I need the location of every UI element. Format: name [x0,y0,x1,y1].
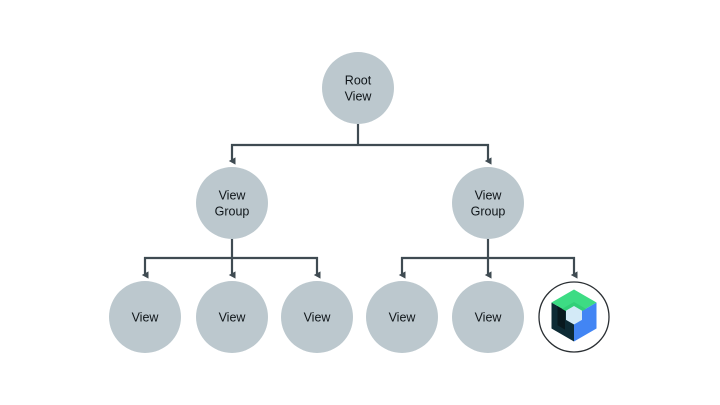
jetpack-compose-icon [551,289,597,342]
node-root-view-label-line2: View [345,89,373,103]
node-view-1-label: View [132,310,160,324]
node-view-4-circle [366,281,438,353]
node-view-group-left-label-line2: Group [215,204,250,218]
node-compose[interactable] [538,281,610,353]
node-view-3-label: View [304,310,332,324]
node-view-5-circle [452,281,524,353]
node-root-view[interactable]: Root View [322,52,394,124]
node-view-4-label: View [389,310,417,324]
edge-group-right [398,239,578,279]
node-view-group-right-label-line2: Group [471,204,506,218]
node-view-2-label: View [219,310,247,324]
node-view-5[interactable]: View [452,281,524,353]
node-view-group-left-label-line1: View [219,188,247,202]
node-view-1[interactable]: View [109,281,181,353]
node-view-group-right-label-line1: View [475,188,503,202]
node-view-3-circle [281,281,353,353]
node-view-2[interactable]: View [196,281,268,353]
compose-left-face-inner [557,306,565,330]
node-view-group-right[interactable]: View Group [452,167,524,239]
node-root-view-label-line1: Root [345,73,372,87]
node-view-group-right-circle [452,167,524,239]
edge-group-root [228,124,492,165]
node-root-view-circle [322,52,394,124]
node-view-3[interactable]: View [281,281,353,353]
node-view-1-circle [109,281,181,353]
edge-group-left [141,239,321,279]
node-view-group-left[interactable]: View Group [196,167,268,239]
compose-center-hexagon [566,306,582,325]
node-view-4[interactable]: View [366,281,438,353]
node-view-group-left-circle [196,167,268,239]
node-view-5-label: View [475,310,503,324]
node-view-2-circle [196,281,268,353]
